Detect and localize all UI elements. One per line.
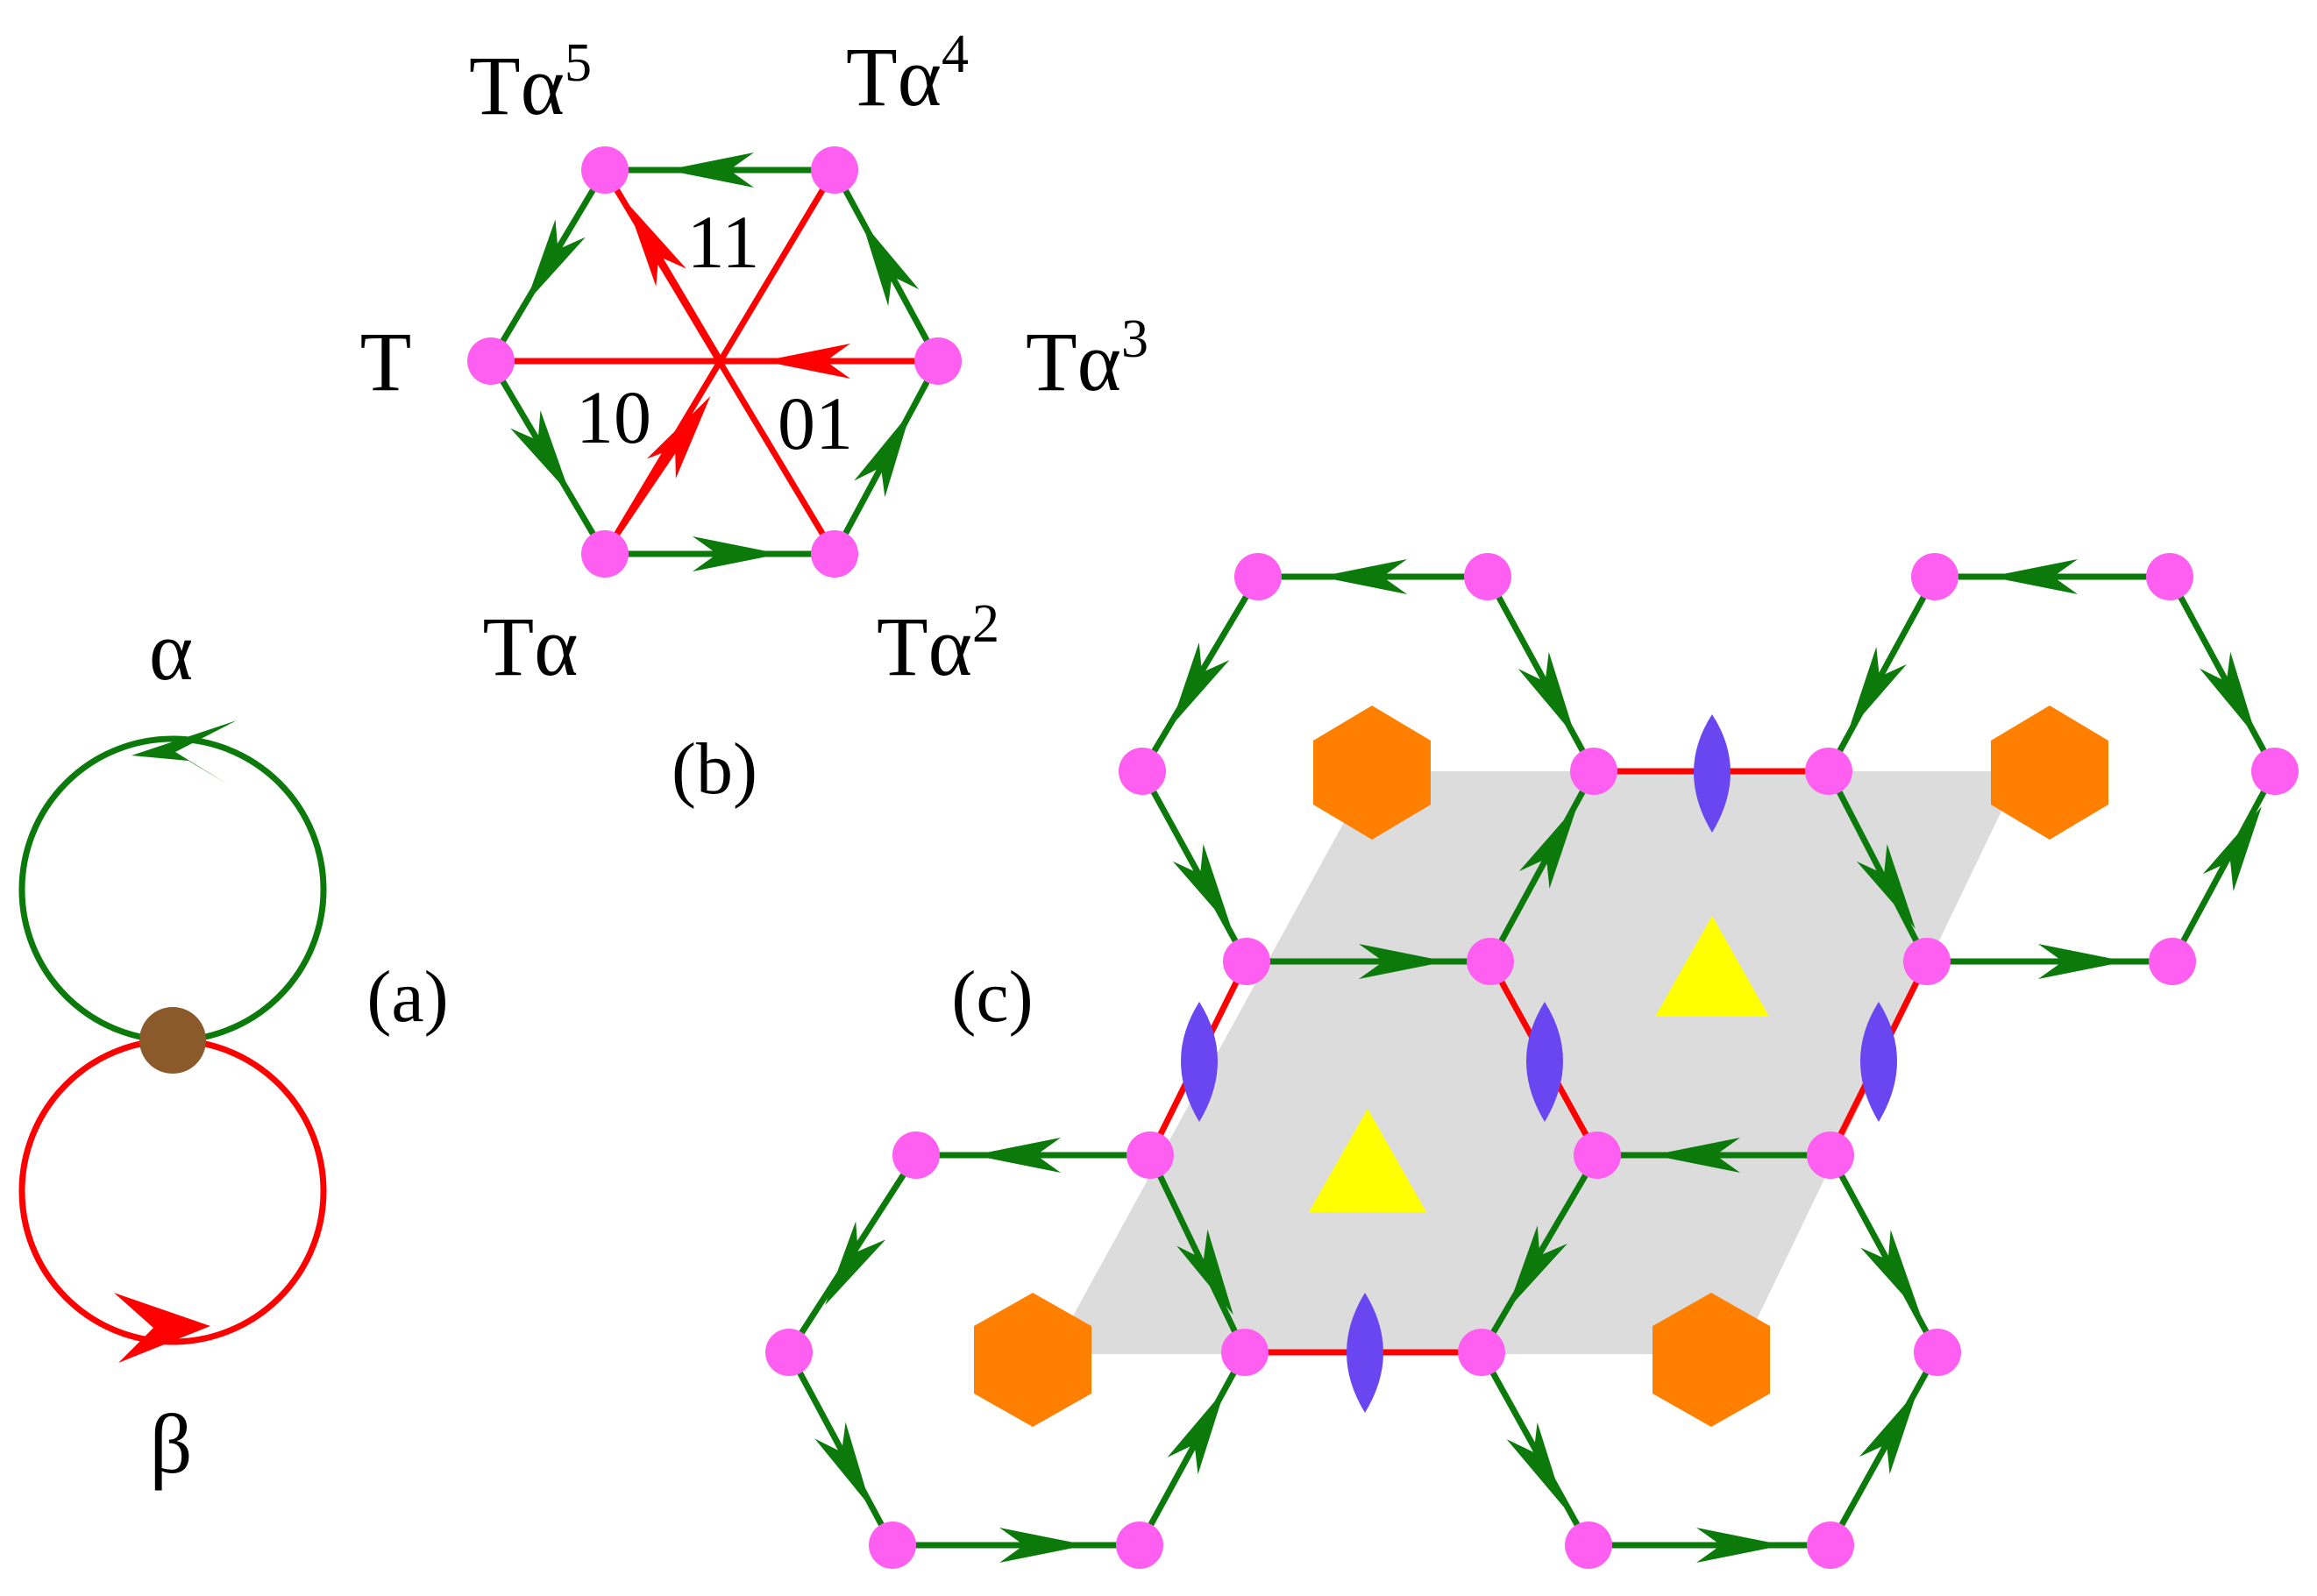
triangle-symbol xyxy=(1309,1109,1426,1212)
panel-c-diagram: (c) xyxy=(765,553,2299,1569)
panel-label-b: (b) xyxy=(672,728,757,810)
sector-label-01: 01 xyxy=(778,381,853,465)
lens-symbol xyxy=(1526,1002,1563,1122)
lens-symbol xyxy=(1347,1293,1383,1413)
hexagon-symbol xyxy=(1313,706,1431,840)
vertex-label-5: Tα5 xyxy=(469,33,592,132)
panel-b-diagram: T Tα Tα2 Tα3 Tα4 Tα5 10 01 11 (b) xyxy=(360,25,1148,810)
vertex-label-4: Tα4 xyxy=(846,25,969,124)
base-point xyxy=(139,1007,206,1074)
sector-label-10: 10 xyxy=(576,375,651,459)
panel-label-a: (a) xyxy=(366,956,448,1038)
vertex-dot xyxy=(811,146,858,194)
twofold-symbols xyxy=(1181,714,1897,1413)
beta-loop xyxy=(18,1037,327,1345)
green-edge xyxy=(487,168,608,363)
alpha-label: α xyxy=(149,604,193,698)
alpha-arrow xyxy=(131,720,237,784)
red-diagonal xyxy=(601,168,838,556)
vertex-dot xyxy=(467,337,515,385)
alpha-loop xyxy=(18,735,327,1044)
vertex-dot xyxy=(581,146,629,194)
lattice-vertices xyxy=(765,553,2299,1569)
red-arrow xyxy=(626,202,724,363)
green-edge xyxy=(831,168,942,363)
lens-symbol xyxy=(1694,714,1731,833)
sector-label-11: 11 xyxy=(687,200,760,284)
threefold-symbols xyxy=(1309,916,1769,1212)
red-arrow xyxy=(611,395,711,541)
vertex-label-3: Tα3 xyxy=(1026,309,1148,408)
vertex-label-2: Tα2 xyxy=(877,594,999,693)
panel-label-c: (c) xyxy=(951,956,1033,1038)
panel-a-diagram: α β (a) xyxy=(18,604,449,1491)
vertex-dot xyxy=(914,337,962,385)
vertex-dot xyxy=(811,530,858,578)
beta-arrow xyxy=(114,1293,210,1363)
hexagon-symbol xyxy=(974,1293,1091,1427)
vertex-label-0: T xyxy=(360,315,412,408)
vertex-dot xyxy=(581,530,629,578)
vertex-label-1: Tα xyxy=(483,599,579,693)
triangle-symbol xyxy=(1655,916,1769,1017)
lens-symbol xyxy=(1860,1002,1897,1122)
hexagon-symbol xyxy=(1652,1293,1770,1427)
hexagon-symbol xyxy=(1991,706,2108,840)
lens-symbol xyxy=(1181,1002,1218,1122)
sixfold-symbols xyxy=(974,706,2108,1427)
beta-label: β xyxy=(150,1397,193,1491)
